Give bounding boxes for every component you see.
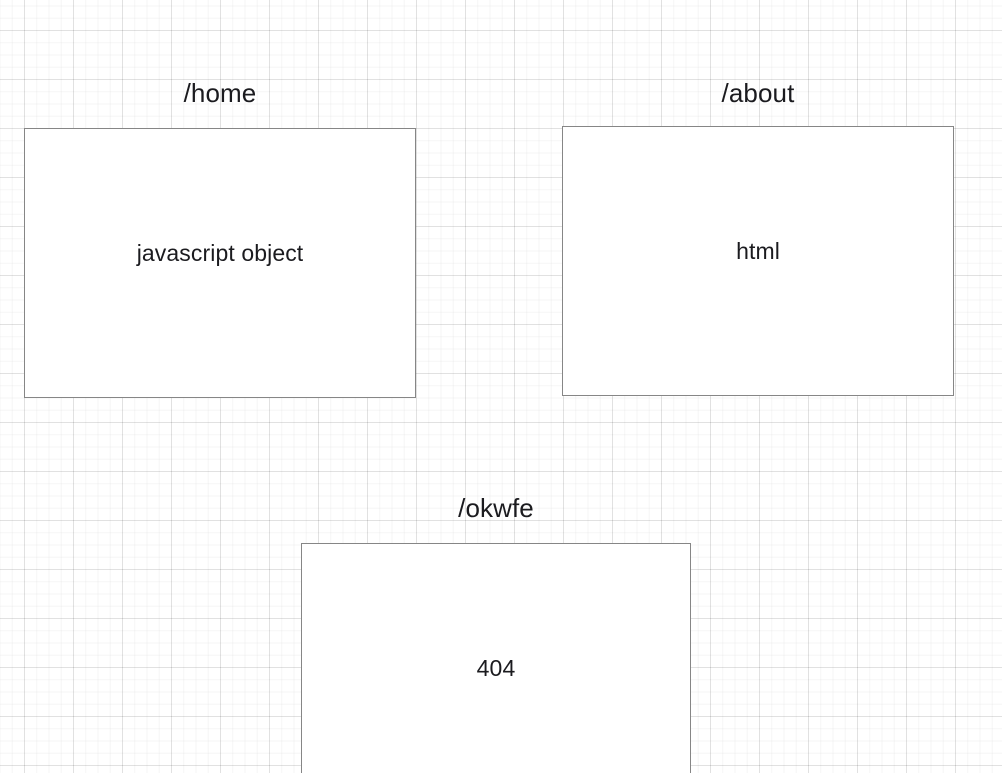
node-label-home: /home: [183, 78, 257, 108]
node-box-text-okwfe: 404: [476, 655, 516, 681]
node-label-okwfe: /okwfe: [458, 493, 534, 523]
node-box-about[interactable]: html: [562, 126, 954, 396]
node-box-text-about: html: [736, 238, 780, 264]
node-box-home[interactable]: javascript object: [24, 128, 416, 398]
node-box-okwfe[interactable]: 404: [301, 543, 691, 773]
node-box-text-home: javascript object: [136, 240, 304, 266]
node-label-about: /about: [721, 78, 795, 108]
